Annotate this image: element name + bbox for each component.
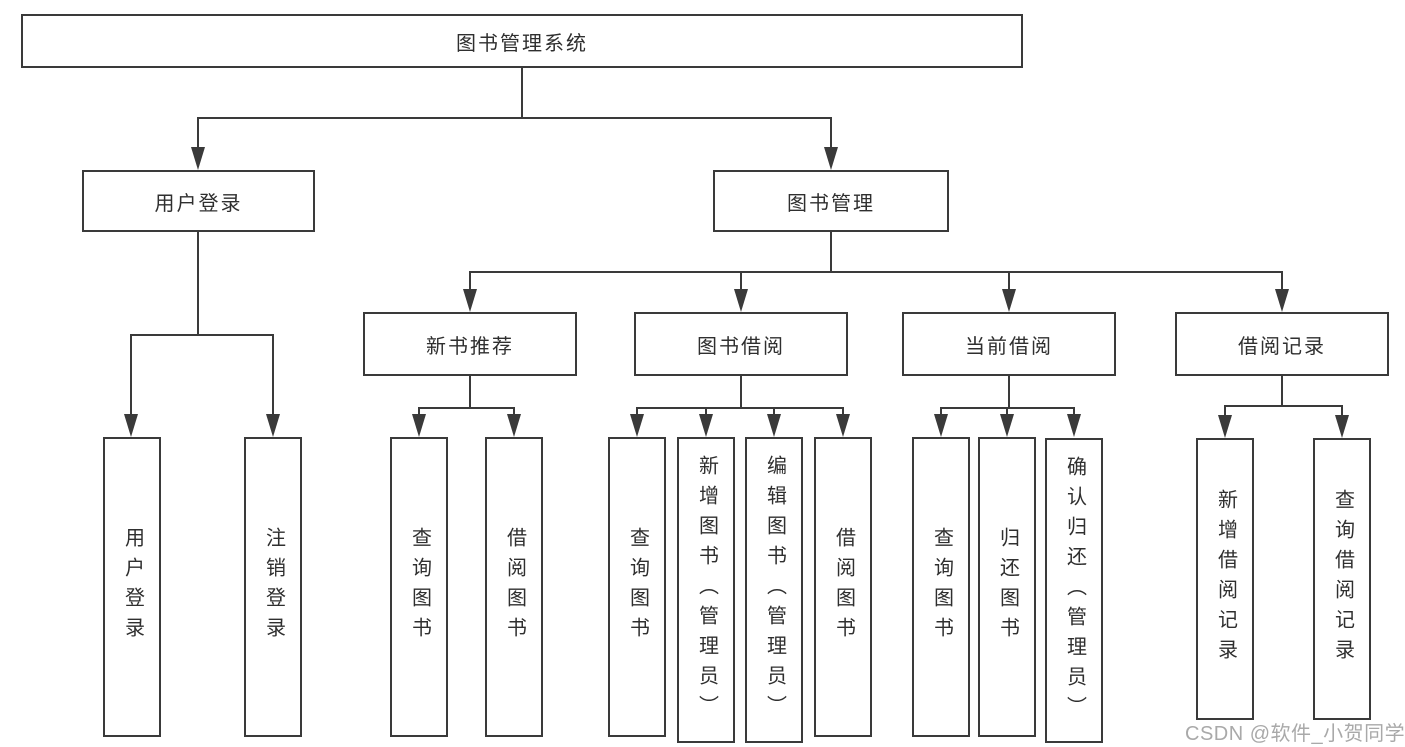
leaf-user-login: 用户登录 <box>103 437 161 737</box>
connector-line <box>1281 374 1283 407</box>
connector-line <box>1006 407 1008 416</box>
node-book-borrowing-label: 图书借阅 <box>697 335 785 358</box>
node-new-book-recommendation: 新书推荐 <box>363 312 577 376</box>
arrowhead-down-icon <box>1218 415 1232 438</box>
leaf-borrow-books-recommend: 借阅图书 <box>485 437 543 737</box>
arrowhead-down-icon <box>1067 414 1081 437</box>
arrowhead-down-icon <box>463 289 477 312</box>
connector-line <box>521 66 523 118</box>
arrowhead-down-icon <box>699 414 713 437</box>
node-current-borrowing: 当前借阅 <box>902 312 1116 376</box>
connector-line <box>272 334 274 416</box>
leaf-query-books-borrowing-label: 查询图书 <box>626 527 649 647</box>
arrowhead-down-icon <box>836 414 850 437</box>
node-current-borrowing-label: 当前借阅 <box>965 335 1053 358</box>
arrowhead-down-icon <box>734 289 748 312</box>
leaf-borrow-books-borrowing: 借阅图书 <box>814 437 872 737</box>
connector-line <box>1341 405 1343 415</box>
arrowhead-down-icon <box>1002 289 1016 312</box>
node-user-login-label: 用户登录 <box>154 192 243 215</box>
arrowhead-down-icon <box>1335 415 1349 438</box>
connector-line <box>418 407 515 409</box>
leaf-confirm-return-admin: 确认归还（管理员） <box>1045 438 1103 743</box>
connector-line <box>197 230 199 336</box>
node-new-book-recommendation-label: 新书推荐 <box>426 335 514 358</box>
connector-line <box>830 117 832 150</box>
arrowhead-down-icon <box>191 147 205 170</box>
connector-line <box>1073 407 1075 416</box>
leaf-edit-books-admin: 编辑图书（管理员） <box>745 437 803 743</box>
connector-line <box>636 407 638 416</box>
leaf-logout: 注销登录 <box>244 437 302 737</box>
connector-line <box>469 374 471 409</box>
connector-line <box>197 117 831 119</box>
connector-line <box>1224 405 1226 415</box>
node-book-borrowing: 图书借阅 <box>634 312 848 376</box>
connector-line <box>773 407 775 416</box>
watermark: CSDN @软件_小贺同学 <box>1185 723 1405 745</box>
leaf-add-borrow-record: 新增借阅记录 <box>1196 438 1254 720</box>
arrowhead-down-icon <box>412 414 426 437</box>
leaf-query-borrow-record-label: 查询借阅记录 <box>1331 489 1354 669</box>
connector-line <box>197 117 199 150</box>
node-borrowing-records-label: 借阅记录 <box>1238 335 1326 358</box>
arrowhead-down-icon <box>1000 414 1014 437</box>
leaf-logout-label: 注销登录 <box>262 527 285 647</box>
leaf-query-books-recommend: 查询图书 <box>390 437 448 737</box>
connector-line <box>469 271 471 291</box>
connector-line <box>1008 271 1010 291</box>
leaf-query-books-recommend-label: 查询图书 <box>408 527 431 647</box>
connector-line <box>130 334 274 336</box>
connector-line <box>740 271 742 291</box>
connector-line <box>636 407 844 409</box>
arrowhead-down-icon <box>934 414 948 437</box>
arrowhead-down-icon <box>266 414 280 437</box>
connector-line <box>940 407 942 416</box>
connector-line <box>740 374 742 409</box>
leaf-query-books-borrowing: 查询图书 <box>608 437 666 737</box>
connector-line <box>513 407 515 416</box>
node-book-management: 图书管理 <box>713 170 949 232</box>
leaf-return-books-label: 归还图书 <box>996 527 1019 647</box>
connector-line <box>842 407 844 416</box>
leaf-query-borrow-record: 查询借阅记录 <box>1313 438 1371 720</box>
leaf-query-books-current-label: 查询图书 <box>930 527 953 647</box>
connector-line <box>705 407 707 416</box>
connector-line <box>1281 271 1283 291</box>
arrowhead-down-icon <box>767 414 781 437</box>
leaf-add-books-admin-label: 新增图书（管理员） <box>695 455 718 725</box>
leaf-return-books: 归还图书 <box>978 437 1036 737</box>
connector-line <box>1224 405 1343 407</box>
node-library-system-label: 图书管理系统 <box>456 32 588 55</box>
connector-line <box>130 334 132 416</box>
arrowhead-down-icon <box>124 414 138 437</box>
leaf-borrow-books-recommend-label: 借阅图书 <box>503 527 526 647</box>
connector-line <box>469 271 1283 273</box>
leaf-query-books-current: 查询图书 <box>912 437 970 737</box>
leaf-user-login-label: 用户登录 <box>121 527 144 647</box>
node-user-login: 用户登录 <box>82 170 315 232</box>
leaf-add-borrow-record-label: 新增借阅记录 <box>1214 489 1237 669</box>
leaf-confirm-return-admin-label: 确认归还（管理员） <box>1063 455 1086 726</box>
leaf-borrow-books-borrowing-label: 借阅图书 <box>832 527 855 647</box>
arrowhead-down-icon <box>824 147 838 170</box>
leaf-add-books-admin: 新增图书（管理员） <box>677 437 735 743</box>
connector-line <box>830 230 832 273</box>
arrowhead-down-icon <box>630 414 644 437</box>
arrowhead-down-icon <box>507 414 521 437</box>
node-borrowing-records: 借阅记录 <box>1175 312 1389 376</box>
arrowhead-down-icon <box>1275 289 1289 312</box>
leaf-edit-books-admin-label: 编辑图书（管理员） <box>763 455 786 725</box>
connector-line <box>418 407 420 416</box>
node-library-system: 图书管理系统 <box>21 14 1023 68</box>
connector-line <box>1008 374 1010 409</box>
node-book-management-label: 图书管理 <box>787 192 875 215</box>
